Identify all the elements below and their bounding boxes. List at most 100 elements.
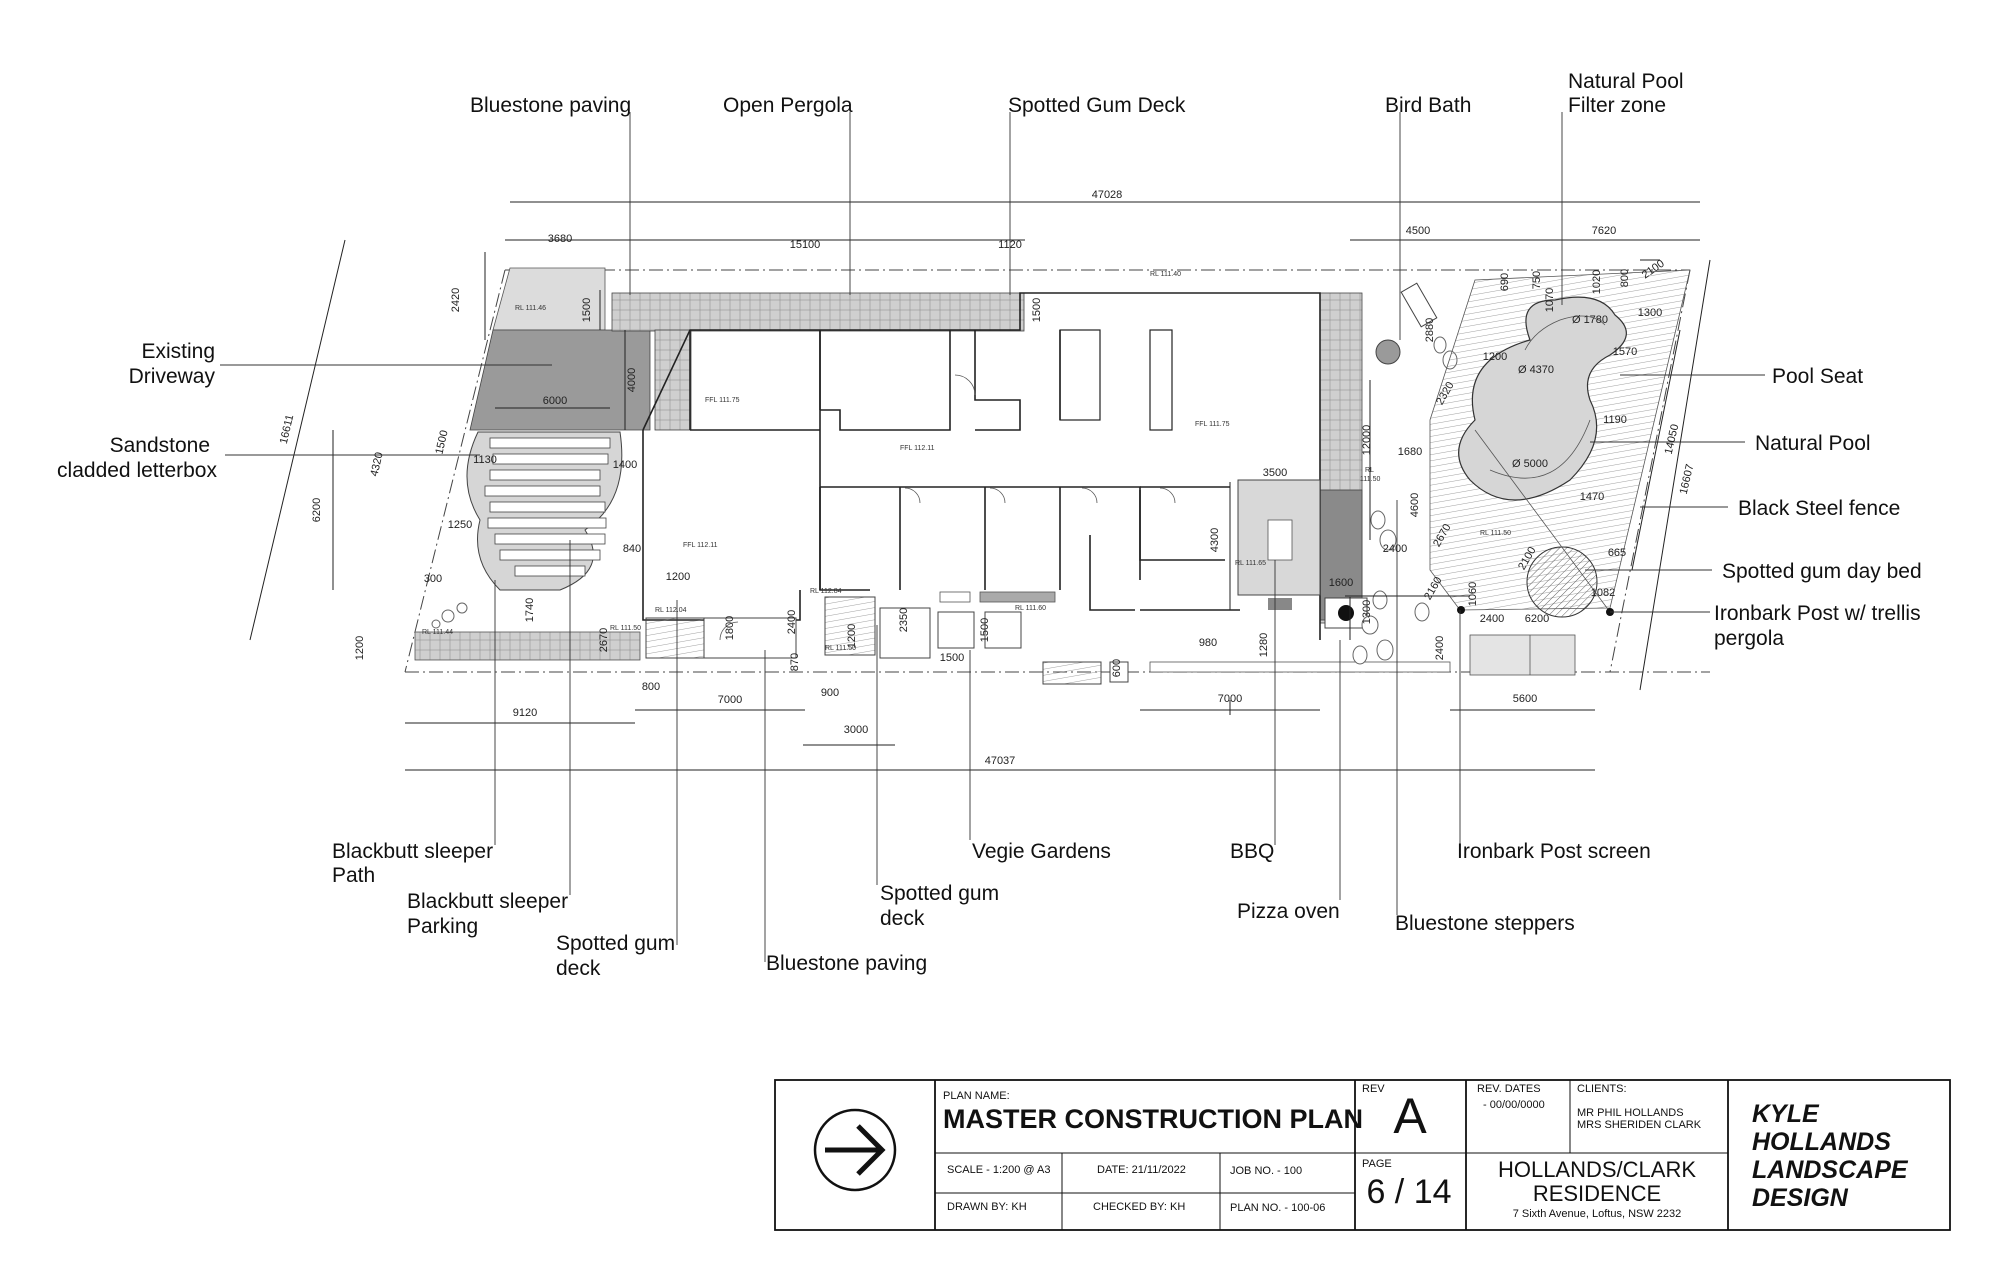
label-open-pergola: Open Pergola: [723, 94, 853, 117]
label-ironbark-trellis-2: pergola: [1714, 627, 1784, 650]
label-sleeper-path-1: Blackbutt sleeper: [332, 840, 493, 863]
dim-1680: 1680: [1398, 446, 1422, 458]
callout-labels: Bluestone paving Open Pergola Spotted Gu…: [57, 70, 1922, 980]
dim-5000: Ø 5000: [1512, 458, 1548, 470]
clients-label: CLIENTS:: [1577, 1083, 1627, 1095]
dim-3680: 3680: [548, 233, 572, 245]
dim-16607: 16607: [1678, 463, 1697, 496]
checked-by: CHECKED BY: KH: [1093, 1201, 1185, 1213]
dim-4000: 4000: [626, 368, 638, 392]
pergola-paving-strip: [611, 292, 1363, 624]
rl-111-50-d: RL 111.50: [1480, 530, 1511, 537]
residence-line-1: HOLLANDS/CLARK: [1498, 1157, 1696, 1182]
dim-7000b: 7000: [1218, 693, 1242, 705]
label-sleeper-parking-2: Parking: [407, 915, 478, 938]
dim-6200b: 6200: [1525, 613, 1549, 625]
dim-4370: Ø 4370: [1518, 364, 1554, 376]
label-bird-bath: Bird Bath: [1385, 94, 1471, 117]
dim-980: 980: [1199, 637, 1217, 649]
dim-1300b: 1300: [1638, 307, 1662, 319]
dim-1060: 1060: [1467, 582, 1479, 606]
level-tags: RL 111.46 RL 111.40 FFL 111.75 FFL 112.1…: [422, 271, 1511, 652]
dim-1500c: 1500: [433, 429, 450, 456]
dim-2420: 2420: [450, 288, 462, 312]
natural-pool-zone: [1429, 269, 1691, 676]
dim-4500: 4500: [1406, 225, 1430, 237]
drawn-by: DRAWN BY: KH: [947, 1201, 1027, 1213]
dim-840: 840: [623, 543, 641, 555]
label-spotted-gum-deck-low-2: deck: [556, 957, 601, 980]
rl-111-50-a: RL 111.50: [610, 625, 641, 632]
bird-bath-icon: [1375, 339, 1401, 365]
dim-1470: 1470: [1580, 491, 1604, 503]
dim-4300: 4300: [1209, 528, 1221, 552]
ffl-112-11-b: FFL 112.11: [683, 542, 718, 549]
dim-1200c: 1200: [846, 624, 858, 648]
label-natural-pool-filter-2: Filter zone: [1568, 94, 1666, 117]
label-bluestone-steppers: Bluestone steppers: [1395, 912, 1575, 935]
dim-2400b: 2400: [1383, 543, 1407, 555]
leader-lines: [220, 112, 1765, 962]
dim-15100: 15100: [790, 239, 821, 251]
job-no: JOB NO. - 100: [1230, 1165, 1302, 1177]
dim-1070: 1070: [1544, 288, 1556, 312]
dim-1200d: 1200: [1483, 351, 1507, 363]
dim-3000: 3000: [844, 724, 868, 736]
dim-3500: 3500: [1263, 467, 1287, 479]
dim-2160: 2160: [1422, 575, 1445, 602]
dim-1500b: 1500: [1031, 298, 1043, 322]
dim-750: 750: [1531, 271, 1543, 289]
rl-111-50-c-1: RL: [1365, 467, 1374, 474]
dim-6200: 6200: [311, 498, 323, 522]
dim-1200a: 1200: [354, 636, 366, 660]
rl-111-50-c-2: 111.50: [1360, 476, 1380, 483]
rev-value: A: [1393, 1088, 1427, 1144]
dim-5600: 5600: [1513, 693, 1537, 705]
label-letterbox-1: Sandstone: [110, 434, 210, 457]
brand-line-2: HOLLANDS: [1752, 1128, 1891, 1156]
label-ironbark-trellis-1: Ironbark Post w/ trellis: [1714, 602, 1921, 625]
dim-600: 600: [1111, 659, 1123, 677]
dim-1600: 1600: [1329, 577, 1353, 589]
north-arrow-icon: [813, 1108, 897, 1192]
dim-1800: 1800: [724, 616, 736, 640]
vegie-gardens: [937, 591, 1451, 685]
page-label: PAGE: [1362, 1158, 1392, 1170]
dim-1740: 1740: [524, 598, 536, 622]
dim-1570: 1570: [1613, 346, 1637, 358]
dim-1200b: 1200: [666, 571, 690, 583]
plan-no: PLAN NO. - 100-06: [1230, 1202, 1325, 1214]
dim-900: 900: [821, 687, 839, 699]
label-sleeper-parking-1: Blackbutt sleeper: [407, 890, 568, 913]
ffl-111-75-b: FFL 111.75: [1195, 421, 1230, 428]
bbq-area: [1237, 479, 1368, 629]
label-spotted-gum-deck-low-1: Spotted gum: [556, 932, 675, 955]
label-spotted-gum-deck-mid-1: Spotted gum: [880, 882, 999, 905]
pizza-oven-icon: [1338, 605, 1354, 621]
brand-line-3: LANDSCAPE: [1752, 1156, 1909, 1184]
label-day-bed: Spotted gum day bed: [1722, 560, 1922, 583]
bluestone-steppers: [1352, 282, 1458, 665]
label-bbq: BBQ: [1230, 840, 1274, 863]
label-black-steel-fence: Black Steel fence: [1738, 497, 1900, 520]
dim-16611: 16611: [278, 413, 296, 445]
house-footprint: [642, 292, 1321, 640]
label-sleeper-path-2: Path: [332, 864, 375, 887]
plan-name: MASTER CONSTRUCTION PLAN: [943, 1104, 1363, 1134]
dim-800b: 800: [1619, 269, 1631, 287]
client-2: MRS SHERIDEN CLARK: [1577, 1119, 1702, 1131]
dim-47037: 47037: [985, 755, 1016, 767]
dim-1190: 1190: [1603, 414, 1627, 426]
sleeper-path: [414, 602, 641, 661]
dim-665: 665: [1608, 547, 1626, 559]
dim-7000a: 7000: [718, 694, 742, 706]
label-existing-driveway-1: Existing: [141, 340, 215, 363]
plan-name-label: PLAN NAME:: [943, 1090, 1010, 1102]
rev-dates: - 00/00/0000: [1483, 1099, 1545, 1111]
dim-1250: 1250: [448, 519, 472, 531]
rl-111-46: RL 111.46: [515, 305, 546, 312]
address: 7 Sixth Avenue, Loftus, NSW 2232: [1513, 1208, 1682, 1220]
brand-line-4: DESIGN: [1752, 1184, 1849, 1212]
label-spotted-gum-deck-top: Spotted Gum Deck: [1008, 94, 1186, 117]
